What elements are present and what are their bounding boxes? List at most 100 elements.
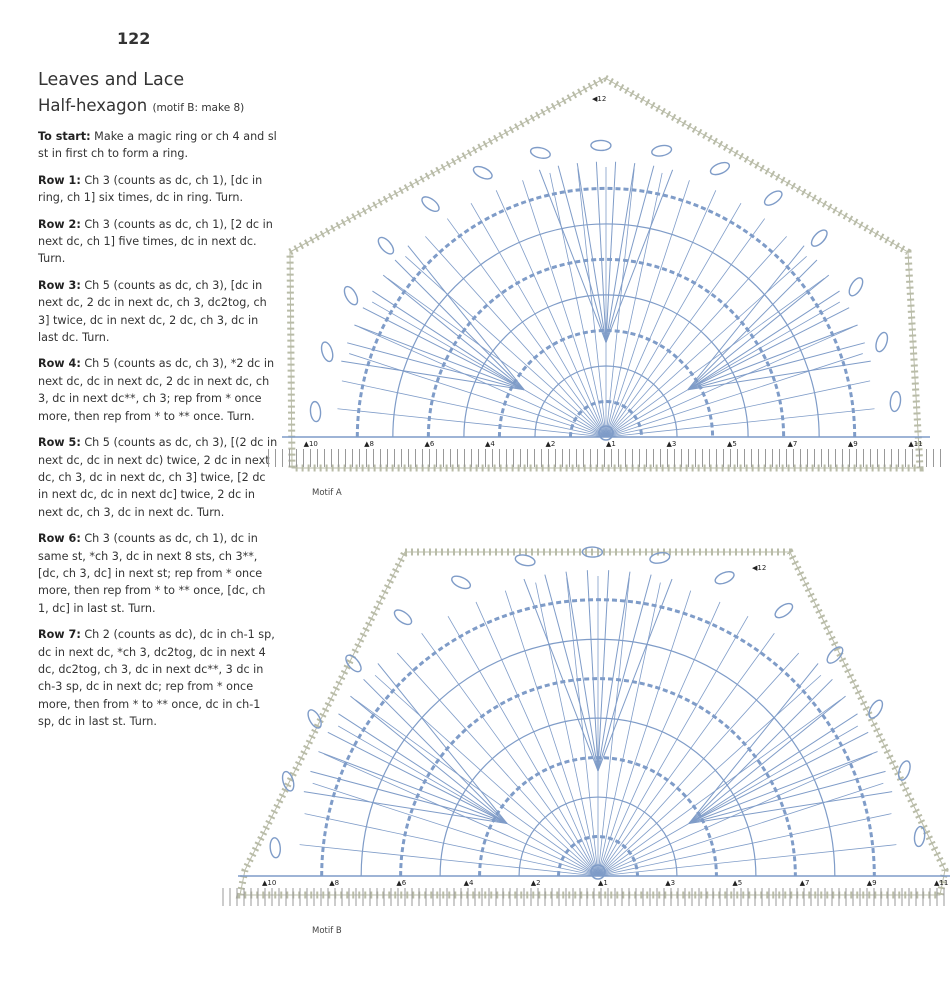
instruction-label: Row 5:	[38, 436, 81, 450]
row-marker-2: ▲2	[546, 440, 556, 448]
stitch-row-arc	[399, 677, 797, 877]
stitch-spoke	[446, 218, 607, 438]
row-marker-6: ▲6	[396, 879, 406, 887]
instruction-text: Ch 5 (counts as dc, ch 3), [dc in next d…	[38, 278, 267, 345]
stitch-spoke	[337, 408, 607, 438]
scallop-chain	[810, 229, 828, 247]
instruction-text: Make a magic ring or ch 4 and sl st in f…	[38, 130, 277, 161]
leaf-stitches	[688, 678, 833, 824]
outer-border-line	[289, 77, 921, 469]
scallop-chain	[868, 699, 884, 719]
stitch-spoke	[597, 725, 859, 877]
instruction-label: Row 2:	[38, 217, 81, 231]
leaf-stitches	[687, 307, 850, 391]
instruction-row-5: Row 5: Ch 5 (counts as dc, ch 3), [(2 dc…	[38, 434, 278, 521]
scallop-chain	[649, 551, 671, 564]
row-marker-5: ▲5	[727, 440, 737, 448]
instruction-text: Ch 2 (counts as dc), dc in ch-1 sp, dc i…	[38, 628, 275, 729]
outer-border-stitches	[235, 548, 949, 899]
motif-b-caption: Motif B	[312, 926, 342, 936]
leaf-stitches	[597, 578, 673, 772]
motif-a-caption: Motif A	[312, 488, 342, 498]
leaf-stitches	[687, 360, 871, 391]
scallop-chain	[826, 646, 844, 664]
stitch-spoke	[495, 190, 607, 438]
leaf-stitches	[362, 307, 525, 391]
row-marker-11: ▲11	[908, 440, 922, 448]
scallop-chain	[451, 575, 472, 590]
instruction-row-6: Row 6: Ch 3 (counts as dc, ch 1), dc in …	[38, 530, 278, 617]
scallop-chain	[307, 709, 322, 729]
stitch-spoke	[577, 168, 607, 438]
stitch-spoke	[597, 844, 897, 877]
leaf-stitches	[688, 751, 878, 824]
stitch-spoke	[605, 380, 871, 438]
instruction-row-1: Row 1: Ch 3 (counts as dc, ch 1), [dc in…	[38, 172, 278, 207]
scallop-chain	[651, 144, 673, 157]
instruction-row-4: Row 4: Ch 5 (counts as dc, ch 3), *2 dc …	[38, 355, 278, 425]
stitch-spoke	[304, 813, 599, 877]
stitch-spoke	[374, 674, 599, 877]
leaf-stitches	[687, 259, 818, 391]
magic-ring	[590, 864, 606, 880]
scallop-chain	[763, 190, 783, 206]
stitch-spoke	[597, 652, 800, 877]
stitch-spoke	[470, 202, 607, 438]
stitch-spoke	[597, 633, 775, 877]
stitch-spoke	[425, 236, 607, 438]
stitch-spoke	[337, 725, 599, 877]
stitch-spoke	[597, 813, 892, 877]
leaf-stitches	[338, 713, 508, 824]
stitch-spoke	[597, 582, 661, 877]
stitch-spoke	[396, 652, 599, 877]
leaf-stitches	[687, 245, 805, 391]
stitch-spoke	[535, 582, 599, 877]
scallop-chain	[281, 770, 295, 792]
row-marker-1: ▲1	[598, 879, 608, 887]
leaf-stitches	[372, 290, 525, 391]
row-marker-8: ▲8	[364, 440, 374, 448]
instruction-row-2: Row 2: Ch 3 (counts as dc, ch 1), [2 dc …	[38, 216, 278, 268]
instruction-label: Row 6:	[38, 532, 81, 546]
leaf-stitches	[597, 571, 631, 772]
stitch-spoke	[566, 577, 599, 877]
scallop-chain	[393, 609, 413, 626]
leaf-stitches	[605, 165, 655, 343]
stitch-spoke	[447, 615, 599, 877]
leaf-stitches	[597, 570, 610, 772]
instructions: To start: Make a magic ring or ch 4 and …	[38, 128, 278, 740]
stitch-spoke	[549, 172, 607, 438]
stitch-spoke	[405, 256, 607, 438]
instruction-text: Ch 3 (counts as dc, ch 1), dc in same st…	[38, 532, 266, 615]
row-marker-12: ◀12	[752, 564, 766, 572]
scallop-chain	[320, 341, 334, 363]
stitch-spoke	[605, 218, 766, 438]
row-marker-4: ▲4	[485, 440, 495, 448]
scallop-chain	[514, 554, 536, 567]
page-number: 122	[117, 29, 151, 48]
leaf-stitches	[605, 161, 617, 343]
scallop-chain	[897, 760, 911, 781]
row-marker-3: ▲3	[665, 879, 675, 887]
magic-ring	[598, 425, 614, 441]
leaf-stitches	[544, 574, 599, 772]
row-marker-9: ▲9	[867, 879, 877, 887]
leaf-stitches	[688, 731, 869, 824]
row-marker-4: ▲4	[464, 879, 474, 887]
leaf-stitches	[595, 161, 607, 343]
row-marker-11: ▲11	[934, 879, 948, 887]
scallop-chain	[590, 139, 612, 152]
stitch-spoke	[605, 256, 807, 438]
instruction-label: Row 3:	[38, 278, 81, 292]
stitch-spoke	[605, 172, 663, 438]
stitch-spoke	[605, 190, 717, 438]
scallop-chain	[709, 161, 731, 176]
scallop-chain	[421, 196, 440, 213]
leaf-stitches	[350, 695, 508, 824]
row-marker-1: ▲1	[606, 440, 616, 448]
stitch-spoke	[597, 674, 822, 877]
stitch-spoke	[387, 277, 607, 438]
row-marker-10: ▲10	[262, 879, 276, 887]
leaf-stitches	[605, 169, 674, 343]
stitch-spoke	[605, 326, 853, 438]
